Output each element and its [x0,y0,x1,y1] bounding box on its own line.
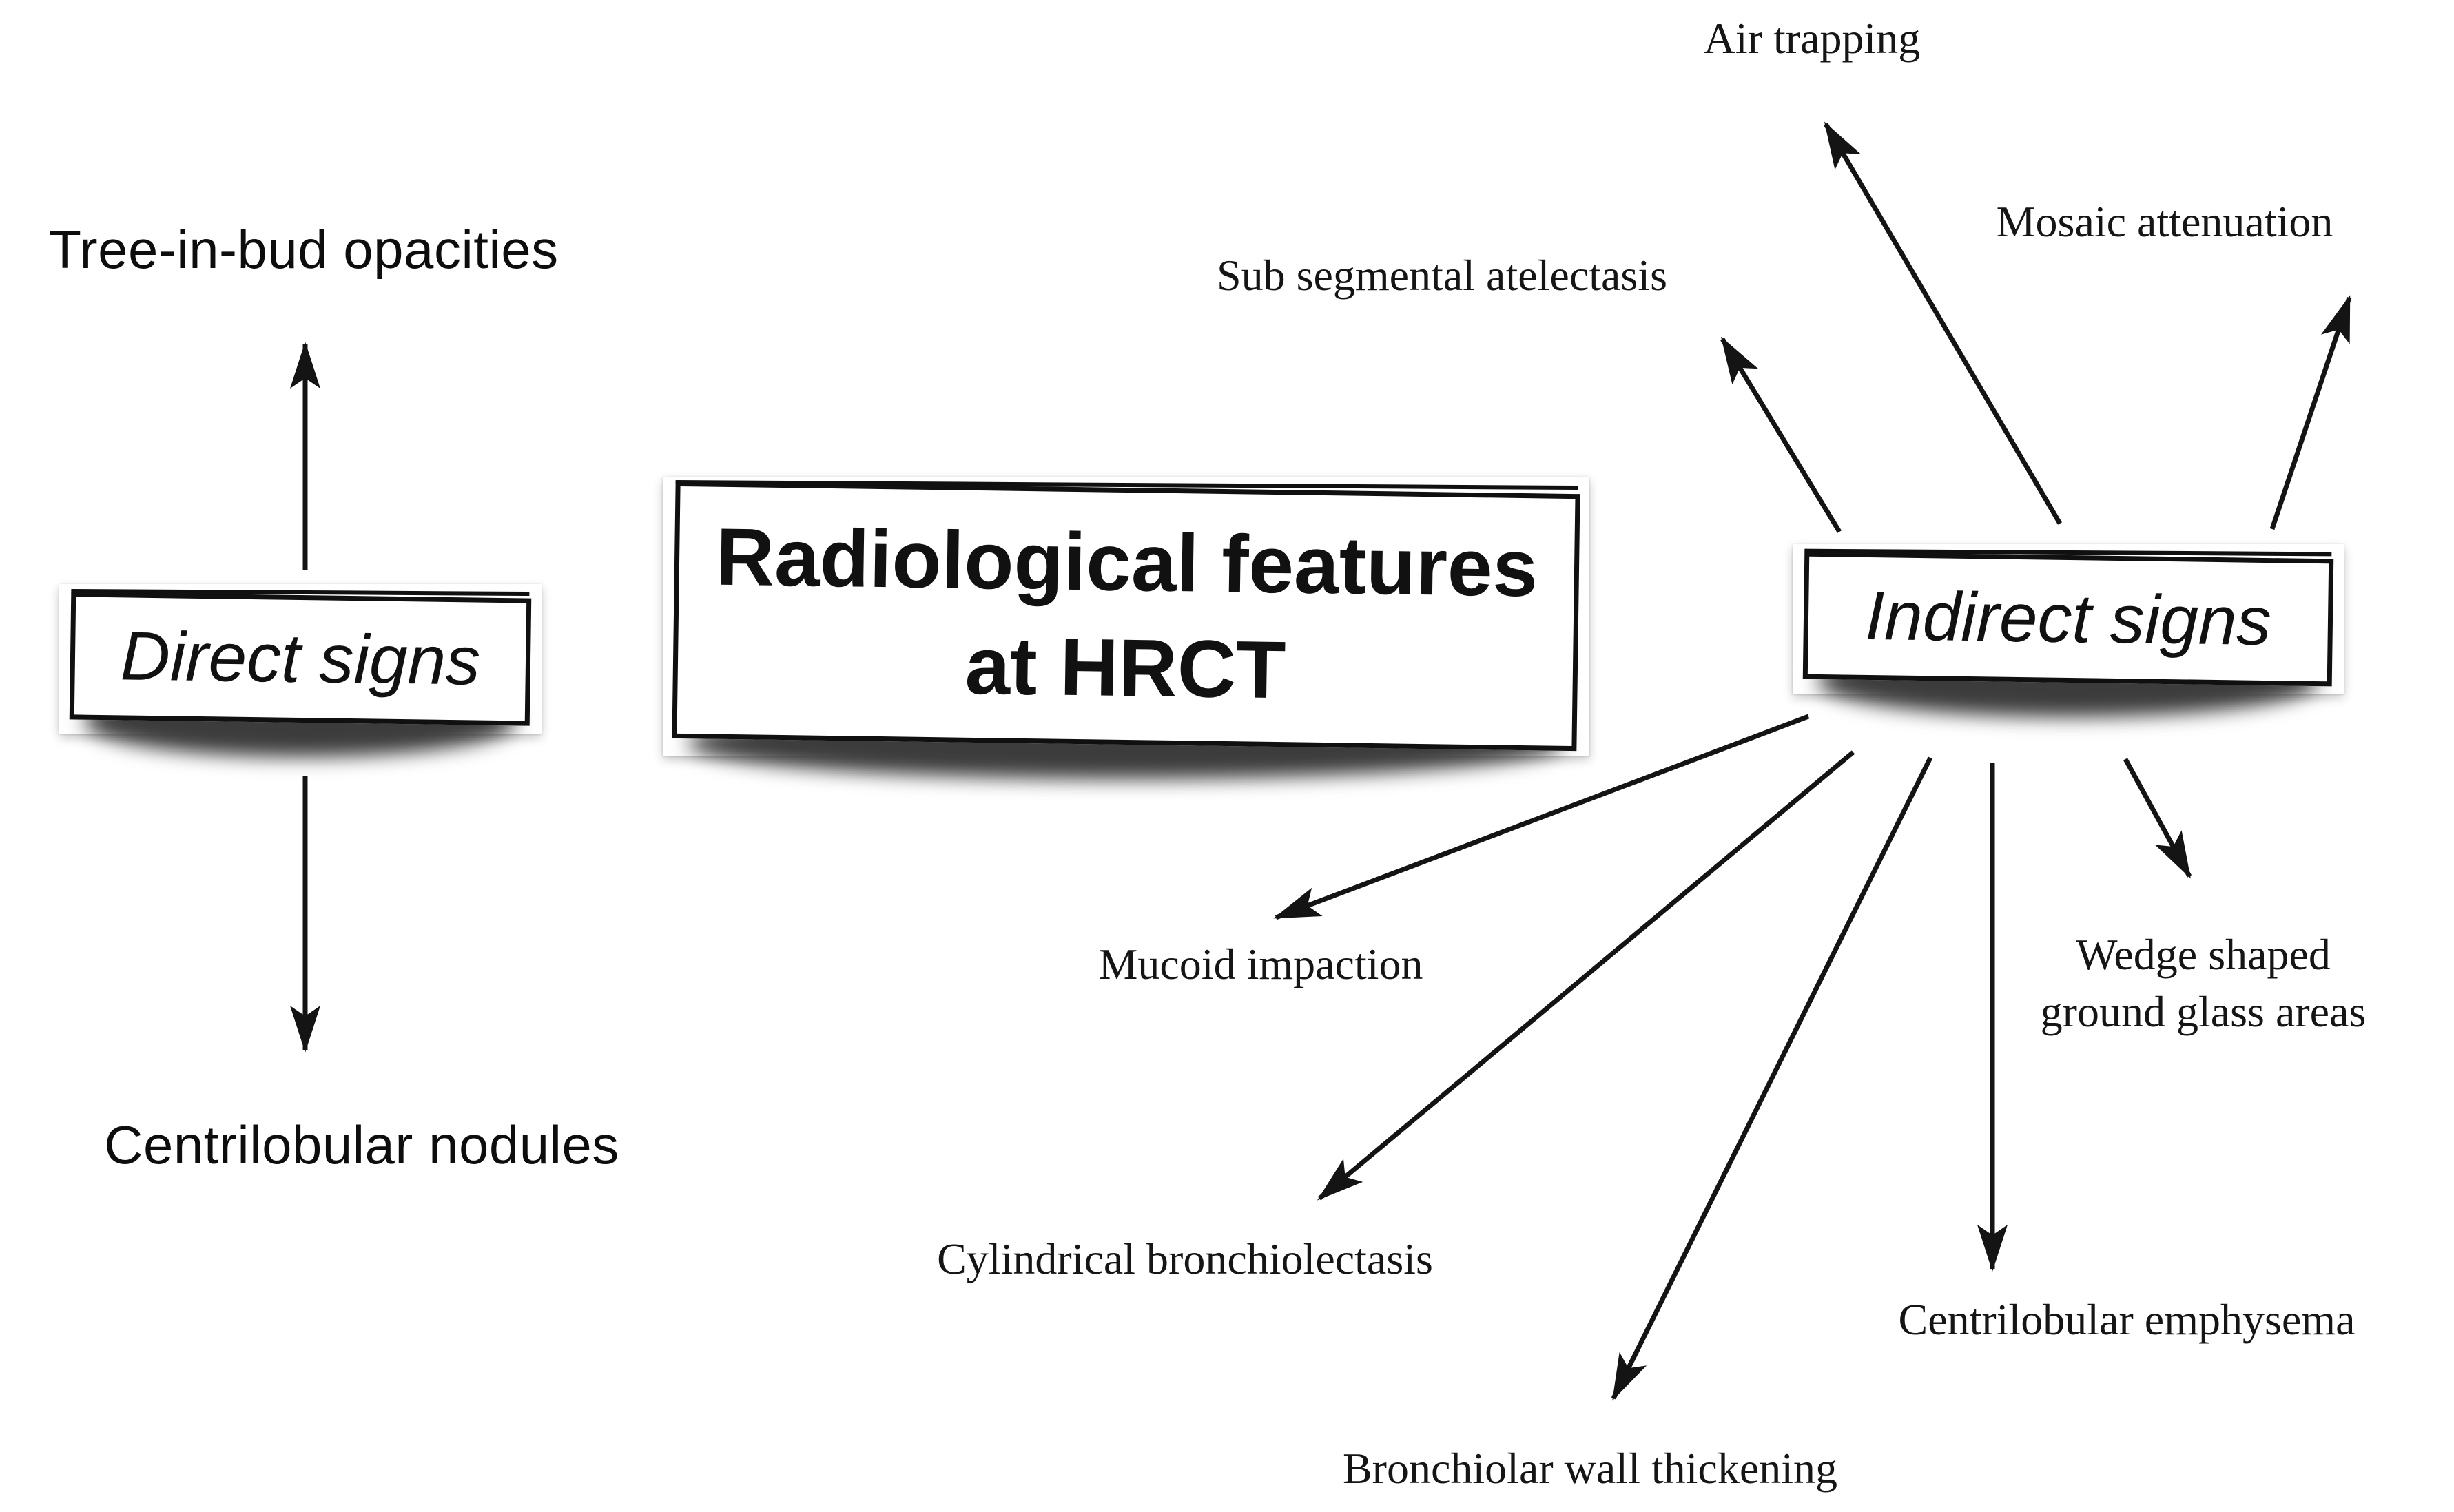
indirect-signs-box: Indirect signs [1793,544,2344,694]
central-title-frame: Radiological features at HRCT [672,481,1580,751]
central-title-line1: Radiological features [714,511,1539,614]
indirect-signs-frame: Indirect signs [1802,551,2334,687]
central-title-line2: at HRCT [964,621,1287,716]
label-sub-segmental-atelectasis: Sub segmental atelectasis [1216,251,1668,300]
label-centrilobular-emphysema: Centrilobular emphysema [1898,1295,2355,1344]
arrow-indirect-to-wedge-shaped [2123,758,2192,879]
label-wedge-line1: Wedge shaped [2076,930,2331,979]
direct-signs-frame: Direct signs [69,592,532,726]
label-cylindrical-bronchiolectasis: Cylindrical bronchiolectasis [937,1234,1433,1283]
label-mucoid-impaction: Mucoid impaction [1098,940,1423,988]
indirect-signs-label: Indirect signs [1864,577,2272,661]
label-wedge-line2: ground glass areas [2040,987,2367,1037]
direct-signs-label: Direct signs [120,617,481,700]
arrow-indirect-to-sub-segmental-atelectasis [1720,336,1842,533]
label-air-trapping: Air trapping [1703,14,1921,63]
direct-signs-box: Direct signs [59,584,542,734]
arrow-indirect-to-air-trapping [1823,121,2063,525]
label-wedge-shaped-ground-glass-areas: Wedge shaped ground glass areas [2017,926,2389,1040]
label-tree-in-bud-opacities: Tree-in-bud opacities [48,219,559,280]
arrow-indirect-to-mosaic-attenuation [2269,295,2352,530]
central-title-box: Radiological features at HRCT [663,477,1589,756]
label-mosaic-attenuation: Mosaic attenuation [1996,197,2333,246]
label-bronchiolar-wall-thickening: Bronchiolar wall thickening [1342,1444,1838,1493]
label-centrilobular-nodules: Centrilobular nodules [104,1115,619,1175]
